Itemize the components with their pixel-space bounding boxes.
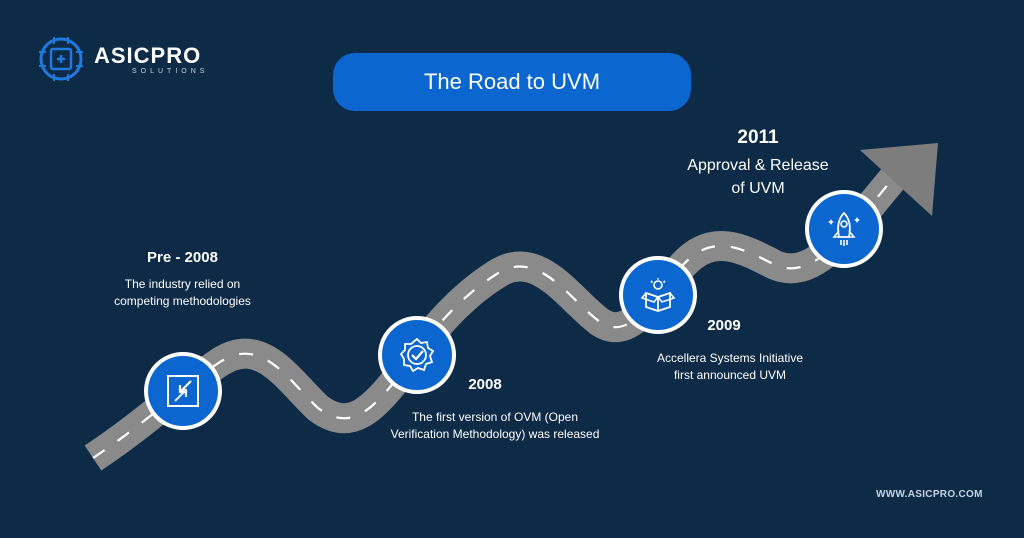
milestone-desc-line: The first version of OVM (Open xyxy=(411,410,579,424)
arrows-converge-icon xyxy=(167,375,199,407)
milestone-desc-line: Approval & Release xyxy=(687,157,829,174)
milestone-icon-pre2008 xyxy=(144,352,222,430)
milestone-2009-description: Accellera Systems Initiative first annou… xyxy=(630,350,830,384)
idea-box-icon xyxy=(640,278,676,312)
milestone-2008-description: The first version of OVM (Open Verificat… xyxy=(380,409,610,443)
brand-name: ASICPRO xyxy=(94,43,202,68)
milestone-desc-line: first announced UVM xyxy=(673,368,787,382)
arrow-head xyxy=(860,143,938,216)
milestone-description: The industry relied on competing methodo… xyxy=(100,276,265,310)
milestone-pre2008-label: Pre - 2008 The industry relied on compet… xyxy=(100,249,265,310)
milestone-description: Approval & Release of UVM xyxy=(668,154,848,200)
milestone-2011-label: 2011 Approval & Release of UVM xyxy=(668,127,848,200)
milestone-year: 2011 xyxy=(737,127,779,148)
brand-logo: ASICPRO SOLUTIONS xyxy=(36,34,226,84)
milestone-desc-line: Accellera Systems Initiative xyxy=(656,351,804,365)
milestone-icon-2008 xyxy=(378,316,456,394)
milestone-icon-2011 xyxy=(805,190,883,268)
milestone-2008-year: 2008 xyxy=(468,376,502,393)
verified-badge-icon xyxy=(399,337,435,373)
website-link[interactable]: WWW.ASICPRO.COM xyxy=(876,489,983,500)
milestone-desc-line: Verification Methodology) was released xyxy=(390,427,600,441)
chip-logo-icon xyxy=(39,37,83,81)
milestone-desc-line: The industry relied on xyxy=(124,277,241,291)
milestone-desc-line: of UVM xyxy=(731,180,785,197)
milestone-year: Pre - 2008 xyxy=(147,249,218,266)
milestone-icon-2009 xyxy=(619,256,697,334)
milestone-desc-line: competing methodologies xyxy=(114,294,251,308)
brand-tagline: SOLUTIONS xyxy=(132,68,209,75)
page-title: The Road to UVM xyxy=(333,53,691,111)
milestone-2009-year: 2009 xyxy=(707,317,741,334)
rocket-icon xyxy=(828,211,860,246)
